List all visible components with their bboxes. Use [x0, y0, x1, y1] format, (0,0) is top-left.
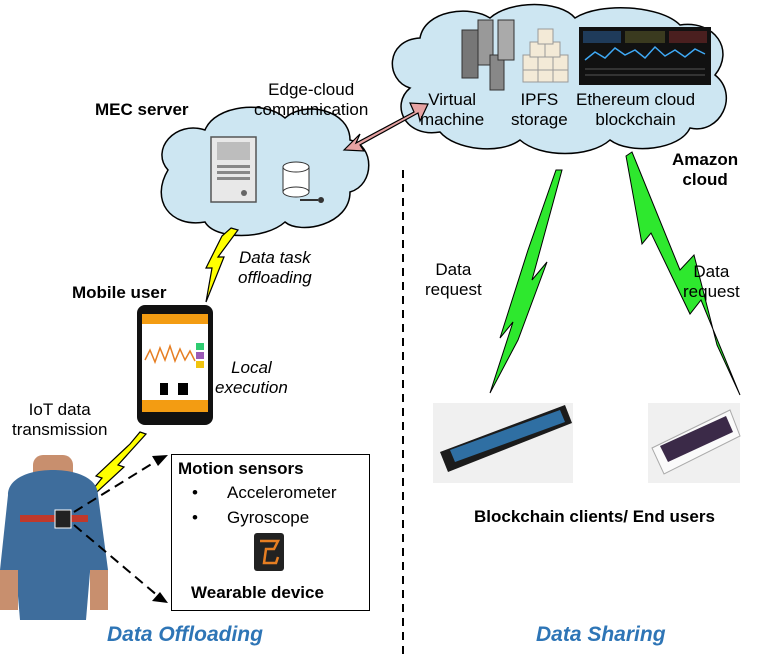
request-lightning-left [489, 169, 563, 394]
server-icon [210, 136, 257, 203]
bullet-dot: • [192, 483, 198, 502]
accelerometer-item: Accelerometer [227, 483, 337, 502]
gyroscope-item: Gyroscope [227, 508, 310, 527]
section-data-sharing: Data Sharing [536, 623, 666, 646]
data-task-offloading-label: Data task offloading [238, 248, 312, 287]
local-execution-label: Local execution [215, 358, 288, 397]
mec-cloud [160, 106, 370, 237]
virtual-machine-label: Virtual machine [420, 90, 485, 129]
person-with-wearable [0, 455, 108, 620]
ipfs-storage-icon [522, 28, 569, 83]
section-data-offloading: Data Offloading [107, 623, 263, 646]
edge-cloud-label: Edge-cloud communication [254, 80, 369, 119]
virtual-machine-servers-icon [461, 19, 515, 91]
ipfs-storage-label: IPFS storage [511, 90, 568, 129]
offloading-lightning [205, 227, 239, 303]
data-request-left-label: Data request [425, 260, 482, 299]
amazon-cloud-label: Amazon cloud [672, 150, 739, 189]
database-icon [282, 161, 324, 203]
blockchain-clients-label: Blockchain clients/ End users [474, 507, 715, 526]
end-user-phone-left [433, 403, 573, 483]
bullet-dot: • [192, 508, 198, 527]
dashed-arrow-top [73, 459, 159, 513]
edge-cloud-arrow [342, 102, 429, 152]
request-lightning-right [625, 151, 741, 396]
wearable-device-label: Wearable device [191, 583, 324, 602]
motion-sensors-title: Motion sensors [178, 459, 304, 478]
arrowhead-bottom [152, 592, 168, 603]
wearable-device-icon [254, 533, 284, 571]
ethereum-dashboard-icon [579, 27, 711, 85]
dashed-arrow-bottom [73, 524, 159, 597]
ethereum-label: Ethereum cloud blockchain [576, 90, 696, 129]
iot-data-transmission-label: IoT data transmission [12, 400, 108, 439]
end-user-phone-right [648, 403, 741, 483]
mec-server-label: MEC server [95, 100, 189, 119]
mobile-user-label: Mobile user [72, 283, 167, 302]
data-request-right-label: Data request [683, 262, 740, 301]
mobile-phone [137, 305, 213, 425]
motion-sensor-box: Motion sensors • Accelerometer • Gyrosco… [171, 454, 370, 611]
arrowhead-top [152, 455, 168, 466]
